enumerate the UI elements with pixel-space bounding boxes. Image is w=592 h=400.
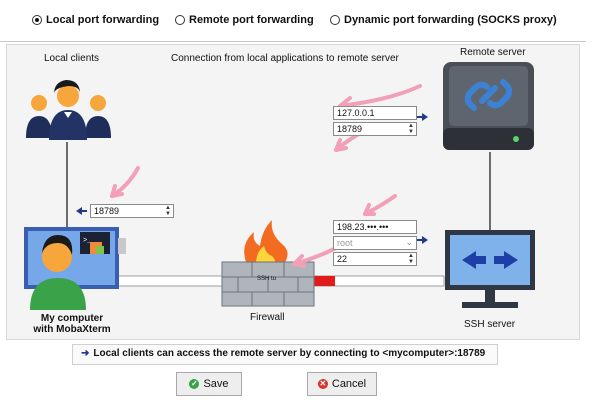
firewall-icon bbox=[221, 220, 315, 307]
cancel-button[interactable]: ✕ Cancel bbox=[307, 372, 377, 396]
my-computer-label-line2: with MobaXterm bbox=[33, 324, 111, 335]
spinner-icon[interactable]: ▲▼ bbox=[165, 205, 171, 217]
ssh-server-label: SSH server bbox=[464, 319, 516, 330]
arrow-right-icon: ➜ bbox=[81, 348, 90, 359]
ssh-server-host-input[interactable]: 198.23.•••.••• bbox=[333, 220, 417, 234]
radio-local-forwarding[interactable]: Local port forwarding bbox=[32, 14, 159, 26]
arrow-icons bbox=[76, 113, 428, 244]
radio-unselected-icon bbox=[330, 15, 340, 25]
radio-label: Remote port forwarding bbox=[189, 14, 314, 26]
forwarded-port-value: 18789 bbox=[94, 206, 120, 216]
summary-text: Local clients can access the remote serv… bbox=[93, 348, 486, 359]
cancel-button-label: Cancel bbox=[331, 378, 367, 390]
svg-text:>_: >_ bbox=[83, 237, 92, 245]
checkmark-icon: ✓ bbox=[189, 379, 200, 389]
ssh-server-host-value: 198.23.•••.••• bbox=[337, 222, 389, 232]
chevron-down-icon[interactable]: ⌄ bbox=[405, 237, 413, 247]
radio-selected-icon bbox=[32, 15, 42, 25]
remote-host-value: 127.0.0.1 bbox=[337, 108, 375, 118]
local-clients-label: Local clients bbox=[44, 53, 100, 64]
ssh-port-input[interactable]: 22 ▲▼ bbox=[333, 252, 417, 266]
remote-port-input[interactable]: 18789 ▲▼ bbox=[333, 122, 417, 136]
radio-label: Local port forwarding bbox=[46, 14, 160, 26]
remote-server-label: Remote server bbox=[460, 47, 526, 58]
spinner-icon[interactable]: ▲▼ bbox=[408, 253, 414, 265]
remote-host-input[interactable]: 127.0.0.1 bbox=[333, 106, 417, 120]
remote-port-value: 18789 bbox=[337, 124, 363, 134]
tunnel-label: SSH tu bbox=[257, 276, 277, 282]
radio-unselected-icon bbox=[175, 15, 185, 25]
save-button[interactable]: ✓ Save bbox=[176, 372, 242, 396]
forwarded-port-input[interactable]: 18789 ▲▼ bbox=[90, 204, 174, 218]
my-computer-label: My computer with MobaXterm bbox=[33, 313, 111, 335]
radio-remote-forwarding[interactable]: Remote port forwarding bbox=[175, 14, 314, 26]
forwarding-mode-group: Local port forwarding Remote port forwar… bbox=[0, 8, 592, 34]
local-clients-icon bbox=[26, 80, 111, 140]
divider bbox=[0, 41, 586, 42]
ssh-port-value: 22 bbox=[337, 254, 348, 264]
my-computer-icon: >_ bbox=[24, 227, 126, 310]
firewall-label: Firewall bbox=[250, 312, 285, 323]
summary-bar: ➜Local clients can access the remote ser… bbox=[72, 344, 498, 365]
close-icon: ✕ bbox=[317, 379, 328, 389]
radio-label: Dynamic port forwarding (SOCKS proxy) bbox=[344, 14, 557, 26]
spinner-icon[interactable]: ▲▼ bbox=[408, 123, 414, 135]
ssh-user-select[interactable]: root ⌄ bbox=[333, 236, 417, 250]
diagram-caption: Connection from local applications to re… bbox=[171, 53, 399, 64]
my-computer-label-line1: My computer bbox=[40, 313, 104, 324]
remote-server-icon bbox=[443, 62, 534, 150]
save-button-label: Save bbox=[203, 378, 229, 390]
radio-dynamic-forwarding[interactable]: Dynamic port forwarding (SOCKS proxy) bbox=[330, 14, 557, 26]
ssh-server-icon bbox=[445, 230, 535, 308]
ssh-user-value: root bbox=[337, 238, 353, 248]
